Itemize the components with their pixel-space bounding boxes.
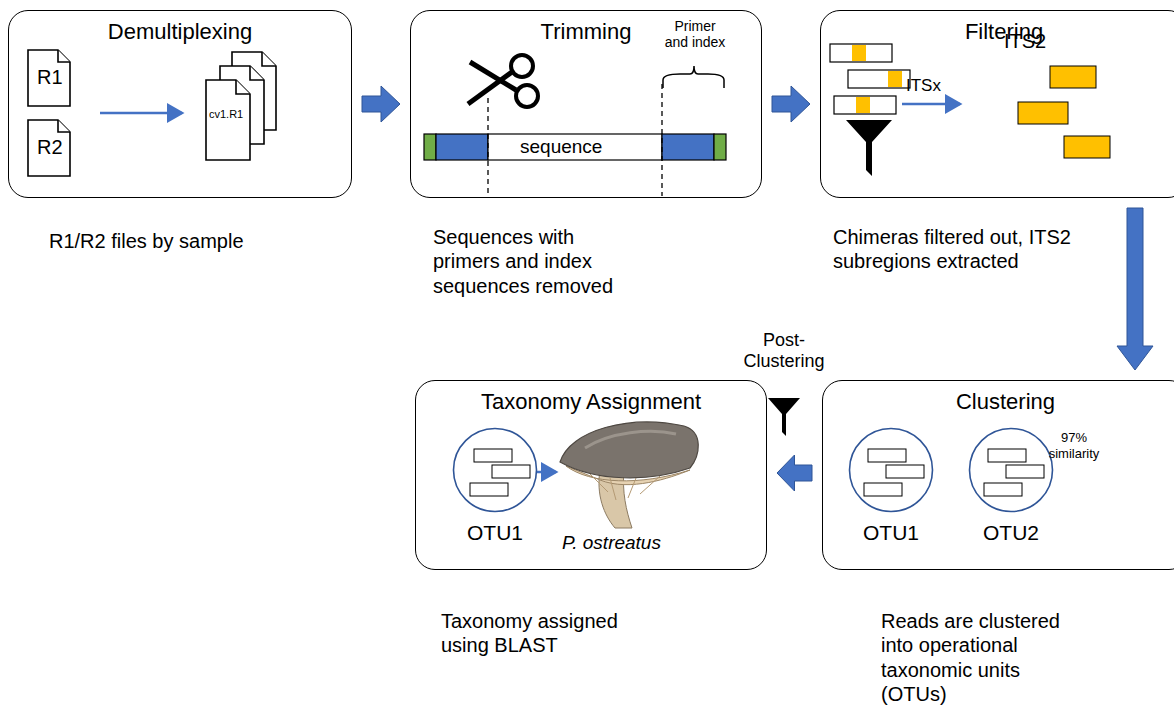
figure-label: ITS2: [1004, 30, 1046, 53]
flow-arrow: [1117, 208, 1153, 370]
its2-bars: [1018, 66, 1110, 158]
figure-label: 97% similarity: [1040, 430, 1108, 461]
figure-label: P. ostreatus: [562, 532, 661, 554]
process-box: ClusteringReads are clustered into opera…: [822, 380, 1174, 570]
scissors: [468, 55, 538, 107]
step-caption: Taxonomy assigned using BLAST: [441, 609, 651, 658]
figure-label: cv1.R1: [209, 108, 243, 120]
cut-lines: [488, 84, 662, 196]
circle-outline: [968, 427, 1054, 513]
process-box: FilteringChimeras filtered out, ITS2 sub…: [820, 10, 1174, 198]
edge-label: Post-Clustering: [736, 330, 832, 371]
circle-outline: [848, 427, 934, 513]
otu-label: OTU1: [432, 521, 558, 545]
figure-label: ITSx: [906, 76, 941, 96]
otu-circle: OTU2: [968, 427, 1054, 513]
step-heading: Clustering: [823, 389, 1174, 415]
step-heading: Demultiplexing: [9, 19, 351, 45]
circle-outline: [452, 427, 538, 513]
otu-circle: OTU1: [848, 427, 934, 513]
step-heading: Filtering: [821, 19, 1174, 45]
thin-arrow: [536, 471, 556, 474]
process-box: DemultiplexingR1/R2 files by sample: [8, 10, 352, 198]
funnel: [846, 120, 892, 176]
figure-label: R1: [37, 66, 63, 89]
thin-arrow: [902, 103, 960, 106]
otu-circle: OTU1: [452, 427, 538, 513]
read-bars: [830, 44, 910, 114]
otu-label: OTU1: [828, 521, 954, 545]
thin-arrow: [100, 112, 182, 115]
figure-label: R2: [37, 136, 63, 159]
figure-label: Primer and index: [664, 18, 726, 50]
flow-arrow: [772, 86, 810, 122]
brace: [663, 66, 724, 88]
document-icons: [28, 50, 276, 176]
flow-arrow: [777, 455, 812, 491]
sequence-bar: [424, 134, 726, 160]
flow-arrow: [362, 86, 400, 122]
otu-label: OTU2: [948, 521, 1074, 545]
mushroom: [560, 422, 698, 528]
figure-label: sequence: [520, 136, 602, 158]
step-caption: Chimeras filtered out, ITS2 subregions e…: [833, 225, 1118, 274]
step-caption: Sequences with primers and index sequenc…: [433, 225, 633, 298]
step-caption: Reads are clustered into operational tax…: [881, 609, 1066, 707]
step-heading: Taxonomy Assignment: [416, 389, 766, 415]
step-caption: R1/R2 files by sample: [49, 229, 319, 253]
funnel: [768, 398, 800, 436]
